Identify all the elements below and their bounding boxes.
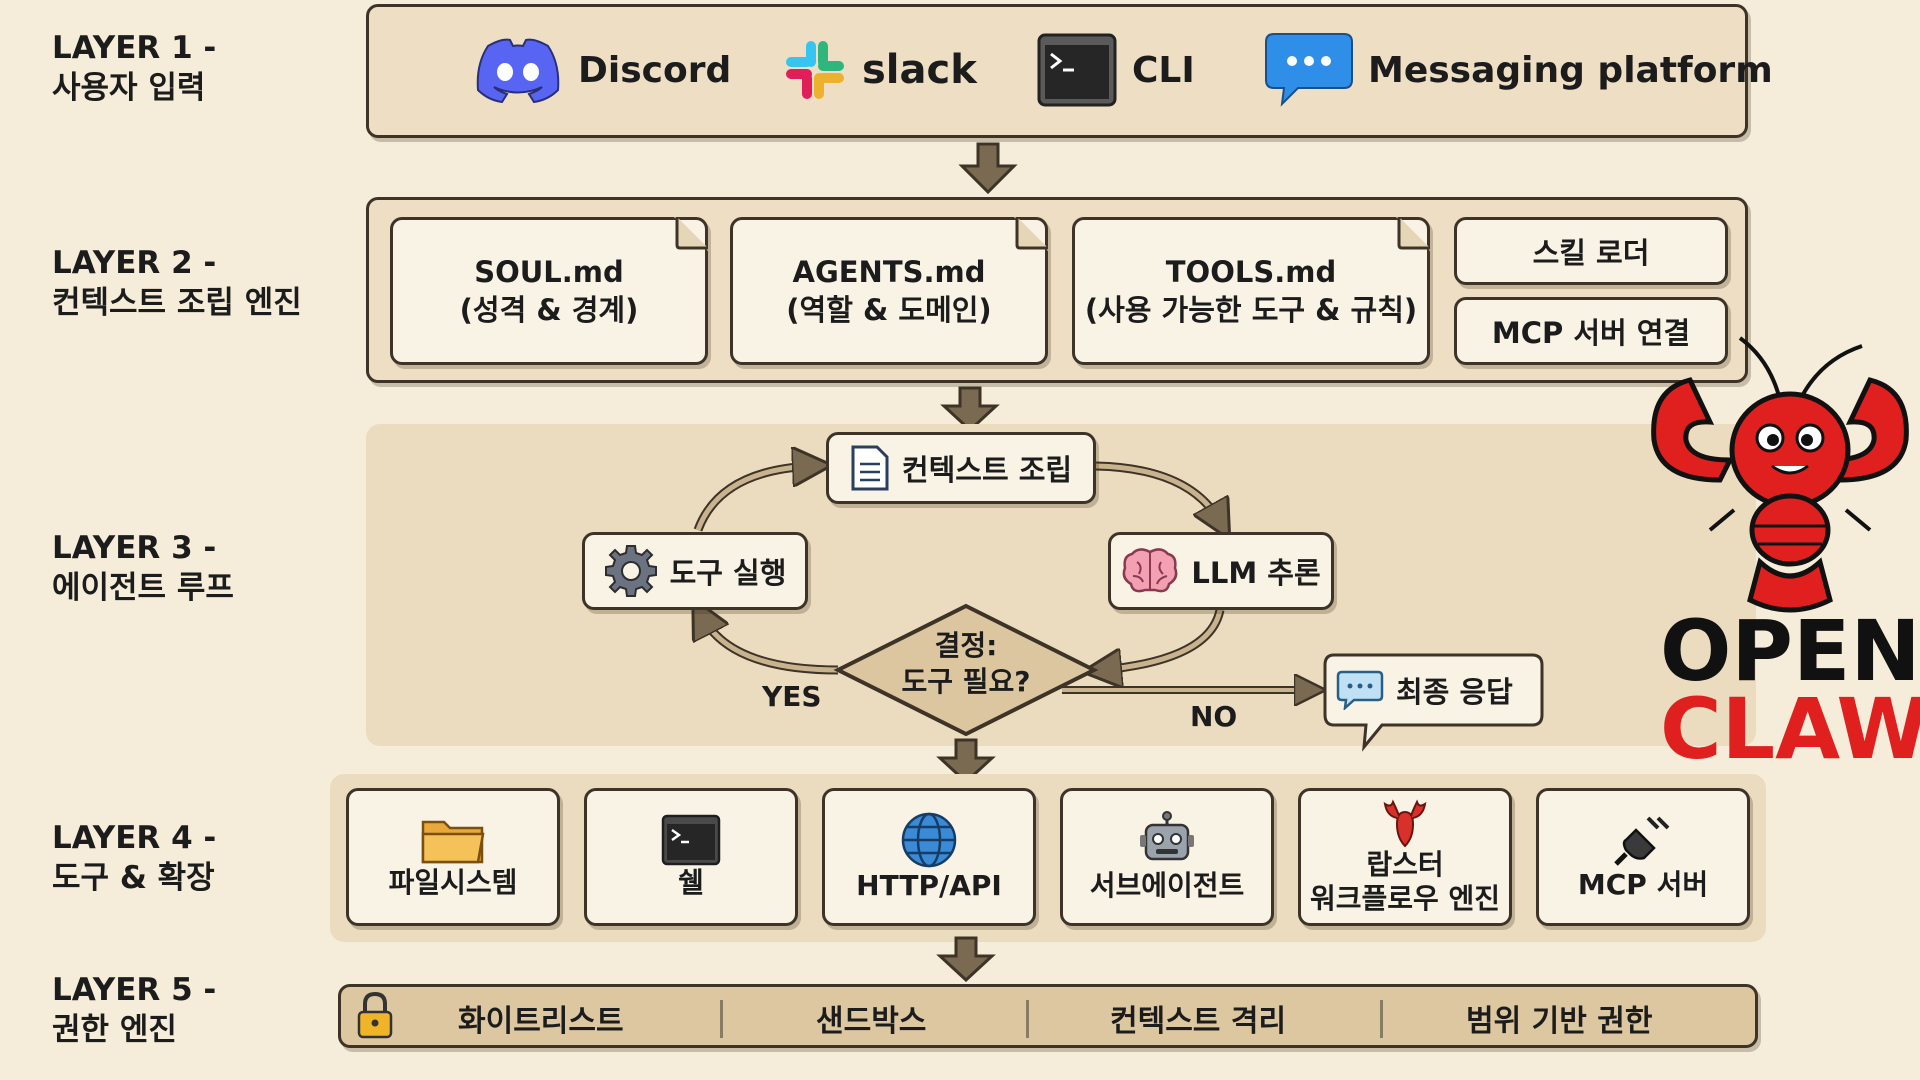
tool-lobster-workflow: 랍스터 워크플로우 엔진 [1298,788,1512,926]
brand-logo: OPEN CLAW [1660,602,1920,778]
agents-md-card: AGENTS.md (역할 & 도메인) [730,217,1048,365]
soul-md-card: SOUL.md (성격 & 경계) [390,217,708,365]
layer-1-label: LAYER 1 - 사용자 입력 [52,30,217,106]
tools-md-card: TOOLS.md (사용 가능한 도구 & 규칙) [1072,217,1430,365]
plug-icon [1614,816,1670,866]
lock-icon [357,991,393,1039]
down-arrow-icon [940,386,1000,432]
chat-bubble-icon [1265,33,1353,107]
layer-4-label: LAYER 4 - 도구 & 확장 [52,820,217,896]
mcp-connection-card: MCP 서버 연결 [1454,297,1728,365]
perm-whitelist: 화이트리스트 [458,1004,624,1039]
layer-5-panel [338,984,1758,1048]
skill-loader-card: 스킬 로더 [1454,217,1728,285]
perm-scope-based: 범위 기반 권한 [1466,1004,1653,1039]
folder-icon [421,820,485,864]
page-fold-icon [1396,217,1430,251]
chat-bubble-icon [1336,670,1384,710]
page-fold-icon [674,217,708,251]
layer-3-label: LAYER 3 - 에이전트 루프 [52,530,234,606]
decision-diamond-text: 결정: 도구 필요? [901,629,1031,698]
brain-icon [1122,548,1178,593]
down-arrow-icon [936,936,996,982]
lobster-icon [1383,799,1427,848]
document-icon [851,445,889,491]
layer-2-label: LAYER 2 - 컨텍스트 조립 엔진 [52,245,302,321]
down-arrow-icon [936,738,996,784]
globe-icon [901,812,957,868]
perm-divider [720,1000,723,1038]
tool-subagent: 서브에이전트 [1060,788,1274,926]
platform-cli: CLI [1036,30,1195,110]
page-fold-icon [1014,217,1048,251]
perm-context-isolation: 컨텍스트 격리 [1110,1004,1287,1039]
platform-discord: Discord [472,30,731,110]
slack-icon [786,41,844,99]
yes-label: YES [762,680,822,713]
platform-messaging: Messaging platform [1264,30,1773,110]
perm-sandbox: 샌드박스 [816,1004,927,1039]
tool-execution-node: 도구 실행 [582,532,808,610]
terminal-icon [661,814,721,866]
openclaw-lobster-mascot [1651,336,1909,613]
discord-icon [476,38,560,104]
down-arrow-icon [958,142,1018,194]
terminal-icon [1037,33,1117,107]
llm-inference-node: LLM 추론 [1108,532,1334,610]
gear-icon [604,545,657,597]
platform-slack: slack [782,30,977,110]
tool-filesystem: 파일시스템 [346,788,560,926]
robot-icon [1140,811,1194,861]
context-assembly-node: 컨텍스트 조립 [826,432,1096,504]
no-label: NO [1190,700,1238,733]
layer-5-label: LAYER 5 - 권한 엔진 [52,972,217,1048]
final-response-node: 최종 응답 [1336,660,1513,720]
layer-4-panel [330,774,1766,942]
perm-divider [1380,1000,1383,1038]
perm-divider [1026,1000,1029,1038]
tool-mcp-server: MCP 서버 [1536,788,1750,926]
tool-http-api: HTTP/API [822,788,1036,926]
tool-shell: 쉘 [584,788,798,926]
